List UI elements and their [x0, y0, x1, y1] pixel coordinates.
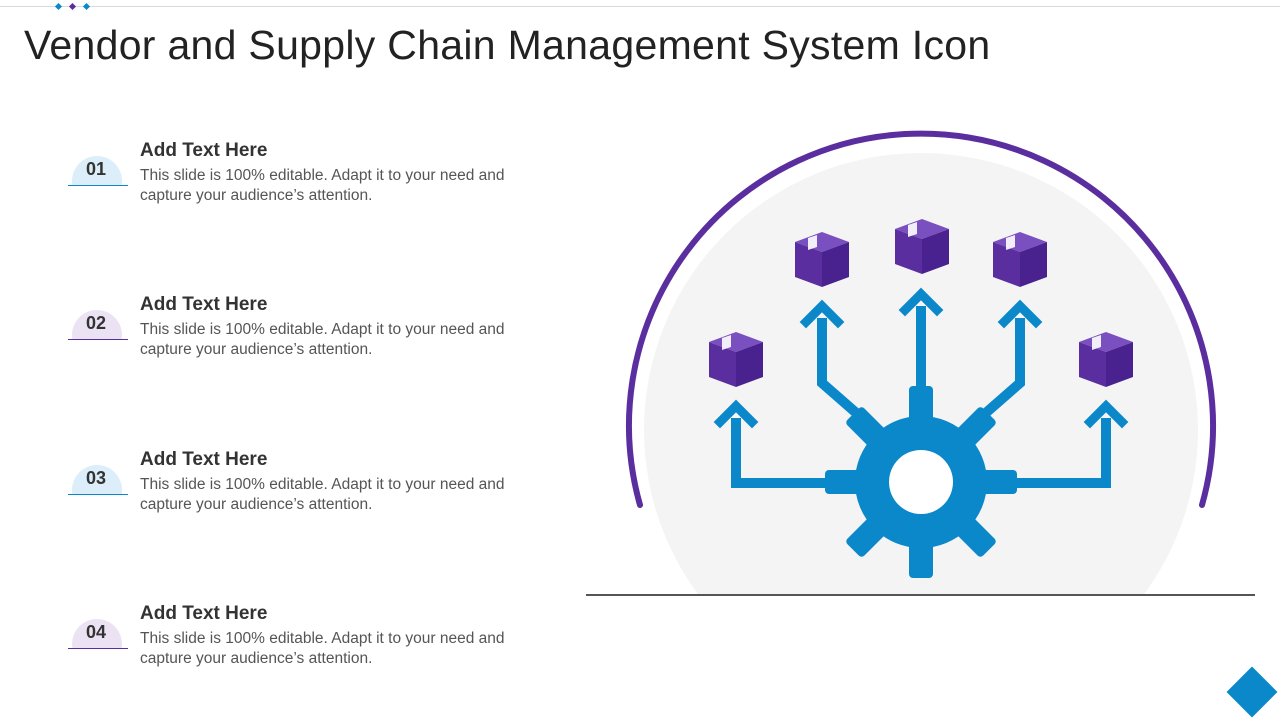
corner-diamond [1226, 666, 1278, 718]
item-body: This slide is 100% editable. Adapt it to… [140, 630, 505, 667]
text-item-04: 04 Add Text Here This slide is 100% edit… [66, 603, 536, 683]
slide-title: Vendor and Supply Chain Management Syste… [24, 22, 991, 68]
item-heading: Add Text Here [140, 449, 268, 470]
item-heading: Add Text Here [140, 294, 268, 315]
item-body: This slide is 100% editable. Adapt it to… [140, 476, 505, 513]
arrow-heads [713, 287, 1129, 429]
number-label: 01 [85, 159, 107, 179]
number-label: 04 [85, 622, 107, 642]
item-heading: Add Text Here [140, 603, 268, 624]
number-badge: 04 [68, 615, 128, 649]
purple-arc [626, 130, 1216, 508]
number-label: 03 [85, 468, 107, 488]
gear-icon [825, 386, 1017, 578]
number-badge: 03 [68, 461, 128, 495]
text-item-02: 02 Add Text Here This slide is 100% edit… [66, 294, 536, 374]
top-rule [0, 6, 1280, 7]
number-badge: 02 [68, 306, 128, 340]
number-label: 02 [85, 313, 107, 333]
item-heading: Add Text Here [140, 140, 268, 161]
arrow-up-icon [731, 306, 1111, 488]
text-item-03: 03 Add Text Here This slide is 100% edit… [66, 449, 536, 529]
number-badge: 01 [68, 152, 128, 186]
top-dots-decoration [52, 2, 96, 12]
item-body: This slide is 100% editable. Adapt it to… [140, 167, 505, 204]
supply-chain-illustration [586, 130, 1255, 596]
text-item-01: 01 Add Text Here This slide is 100% edit… [66, 140, 536, 220]
item-body: This slide is 100% editable. Adapt it to… [140, 321, 505, 358]
